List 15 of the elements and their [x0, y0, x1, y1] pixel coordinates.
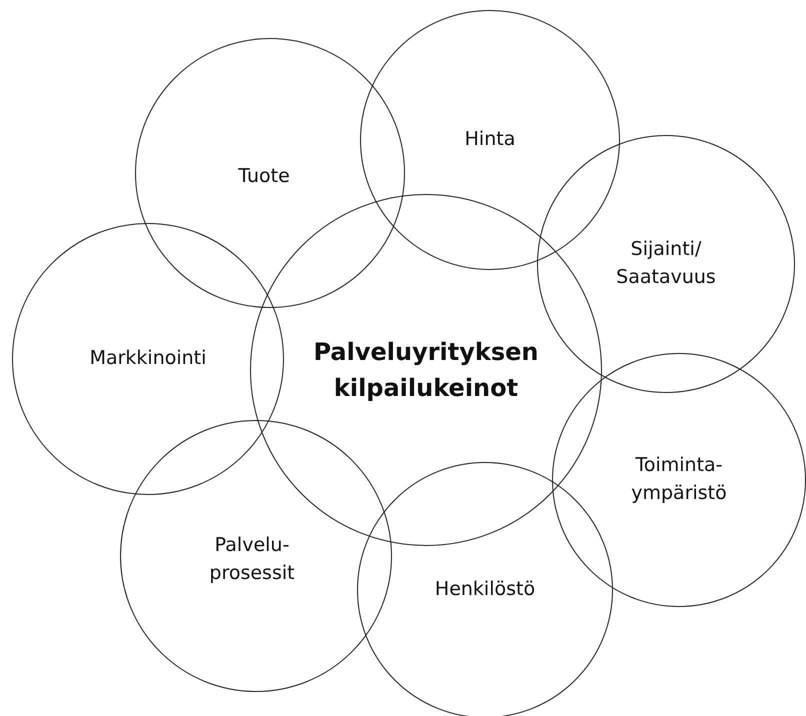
topic-label: Henkilöstö [434, 577, 536, 602]
topic-label: Palvelu- prosessit [208, 533, 296, 586]
topic-label: Sijainti/ Saatavuus [615, 237, 717, 290]
topic-label: Hinta [464, 127, 516, 152]
topic-circle [12, 223, 284, 495]
topic-label: Markkinointi [90, 346, 206, 372]
topic-circle [537, 135, 795, 393]
topic-circle [357, 462, 613, 716]
topic-circle [552, 353, 806, 607]
topic-label: Toiminta- ympäristö [630, 453, 728, 506]
topic-circle [120, 420, 392, 692]
topic-label: Tuote [238, 164, 290, 190]
topic-circle [360, 10, 620, 270]
center-title: Palveluyrityksen kilpailukeinot [312, 337, 540, 404]
topic-circle [135, 38, 405, 308]
